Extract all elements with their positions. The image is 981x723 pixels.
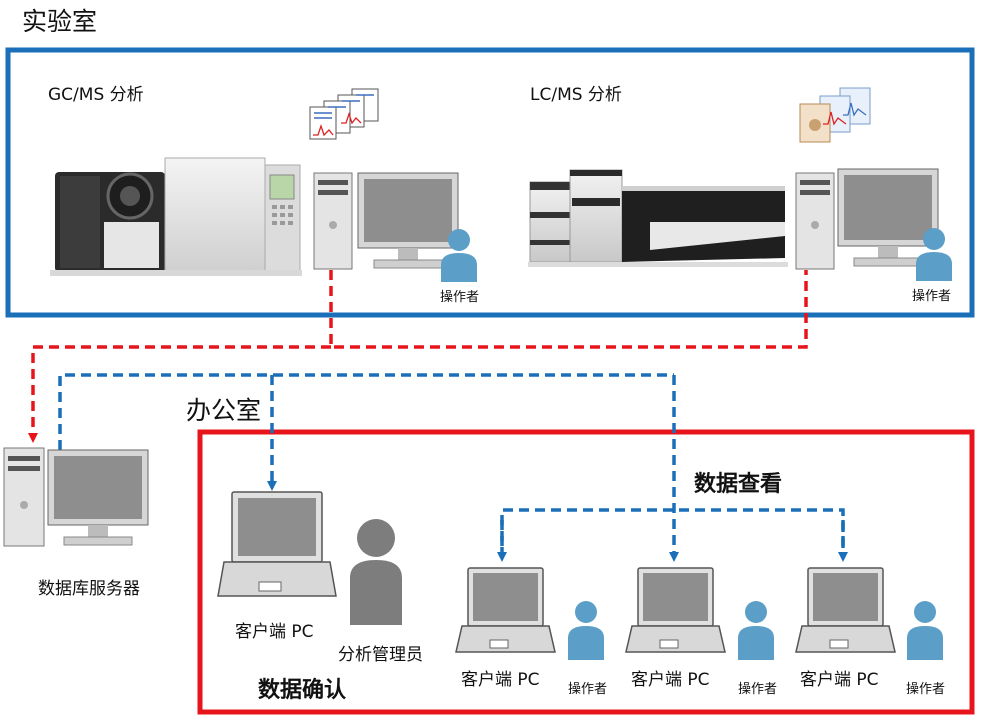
lcms-data-files-icon [799, 87, 871, 143]
gcms-label: GC/MS 分析 [48, 85, 144, 105]
server-label: 数据库服务器 [38, 579, 140, 599]
client-laptop-icon-1 [455, 567, 556, 653]
lcms-label: LC/MS 分析 [530, 85, 622, 105]
data-view-label: 数据查看 [694, 472, 783, 497]
data-confirm-label: 数据确认 [258, 678, 347, 703]
lab-title: 实验室 [22, 7, 98, 36]
lcms-workstation-icon [795, 168, 939, 270]
operator-icon-2 [916, 228, 952, 281]
lcms-instrument-icon [528, 169, 788, 267]
client-pc-label-2: 客户端 PC [631, 670, 710, 690]
operator-label-2: 操作者 [912, 289, 952, 304]
operator-icon-5 [907, 601, 943, 660]
database-server-icon [3, 447, 149, 547]
view-lines [58, 373, 848, 562]
client-laptop-icon-3 [795, 567, 896, 653]
client-pc-label-1: 客户端 PC [461, 670, 540, 690]
lab-box [5, 47, 975, 318]
operator-icon-1 [441, 229, 477, 282]
operator-icon-4 [738, 601, 774, 660]
manager-person-icon [350, 519, 402, 625]
operator-icon-3 [568, 601, 604, 660]
client-pc-main-label: 客户端 PC [235, 622, 314, 642]
client-operator-label-2: 操作者 [738, 682, 778, 697]
upload-lines [28, 270, 808, 443]
client-laptop-main-icon [217, 491, 337, 597]
office-title: 办公室 [186, 396, 262, 425]
manager-label: 分析管理员 [338, 645, 423, 665]
client-pc-label-3: 客户端 PC [800, 670, 879, 690]
office-box [197, 429, 975, 715]
client-laptop-icon-2 [625, 567, 726, 653]
gcms-workstation-icon [313, 172, 459, 270]
client-operator-label-1: 操作者 [568, 682, 608, 697]
gcms-instrument-icon [50, 157, 302, 276]
client-operator-label-3: 操作者 [906, 682, 946, 697]
operator-label-1: 操作者 [440, 290, 480, 305]
gcms-data-files-icon [309, 88, 379, 140]
